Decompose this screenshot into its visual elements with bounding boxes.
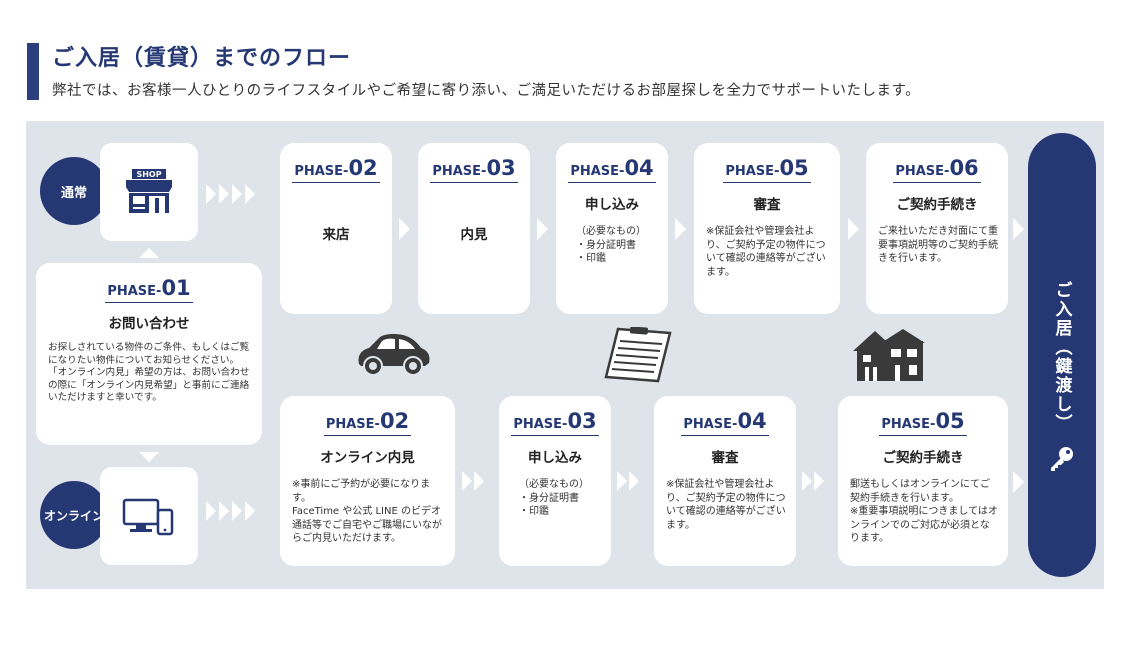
phase-label: PHASE-02 xyxy=(323,411,412,436)
card-title: お問い合わせ xyxy=(108,316,190,332)
title-accent-bar xyxy=(27,43,39,100)
flow-arrow xyxy=(848,218,859,240)
card-title: オンライン内見 xyxy=(320,450,415,466)
flow-arrow xyxy=(617,471,639,491)
route-store-badge: 通常 xyxy=(40,157,108,225)
shop-icon: SHOP xyxy=(126,169,172,213)
store-phase-02-card: PHASE-02 来店 xyxy=(280,143,392,314)
card-body: ※保証会社や管理会社より、ご契約予定の物件について確認の連絡等がございます。 xyxy=(706,226,826,278)
phase-label: PHASE-05 xyxy=(879,411,967,436)
phase-01-card: PHASE-01 お問い合わせ お探しされている物件のご条件、もしくはご覧になり… xyxy=(36,263,262,445)
flow-arrow xyxy=(1013,218,1024,240)
phase-label: PHASE-03 xyxy=(511,411,599,436)
flow-arrow xyxy=(399,218,410,240)
page-subtitle: 弊社では、お客様一人ひとりのライフスタイルやご希望に寄り添い、ご満足いただけるお… xyxy=(52,83,921,99)
card-body: お探しされている物件のご条件、もしくはご覧になりたい物件についてお知らせください… xyxy=(48,342,250,403)
store-phase-05-card: PHASE-05 審査 ※保証会社や管理会社より、ご契約予定の物件について確認の… xyxy=(694,143,840,314)
move-in-key-handover: ご入居（鍵渡し） xyxy=(1028,133,1096,577)
store-route-chevrons xyxy=(206,184,255,204)
store-phase-03-card: PHASE-03 内見 xyxy=(418,143,530,314)
card-body: 郵送もしくはオンラインにてご契約手続きを行います。 ※重要事項説明につきましては… xyxy=(850,479,998,544)
online-phase-04-card: PHASE-04 審査 ※保証会社や管理会社より、ご契約予定の物件について確認の… xyxy=(654,396,796,566)
store-phase-06-card: PHASE-06 ご契約手続き ご来社いただき対面にて重要事項説明等のご契約手続… xyxy=(866,143,1008,314)
store-phase-04-card: PHASE-04 申し込み （必要なもの） ・身分証明書 ・印鑑 xyxy=(556,143,668,314)
online-phase-02-card: PHASE-02 オンライン内見 ※事前にご予約が必要になります。 FaceTi… xyxy=(280,396,455,566)
flow-arrow xyxy=(675,218,686,240)
house-icon xyxy=(853,329,925,381)
final-label: ご入居（鍵渡し） xyxy=(1051,281,1072,433)
phase-label: PHASE-03 xyxy=(430,158,518,183)
page-title: ご入居（賃貸）までのフロー xyxy=(52,46,352,71)
card-body: ご来社いただき対面にて重要事項説明等のご契約手続きを行います。 xyxy=(878,226,998,264)
card-body: （必要なもの） ・身分証明書 ・印鑑 xyxy=(576,226,646,264)
card-title: 申し込み xyxy=(585,197,639,213)
devices-icon-box xyxy=(100,467,198,565)
phase-label: PHASE-04 xyxy=(568,158,656,183)
flow-arrow xyxy=(802,471,824,491)
flow-arrow xyxy=(462,471,484,491)
card-body: ※保証会社や管理会社より、ご契約予定の物件について確認の連絡等がございます。 xyxy=(666,479,786,531)
card-title: 申し込み xyxy=(528,450,582,466)
shop-icon-box: SHOP xyxy=(100,143,198,241)
phase-label: PHASE-02 xyxy=(292,158,380,183)
online-route-chevrons xyxy=(206,501,255,521)
flow-arrow xyxy=(537,218,548,240)
key-icon xyxy=(1051,447,1073,471)
car-icon xyxy=(358,334,430,376)
phase-label: PHASE-05 xyxy=(723,158,811,183)
card-title: 審査 xyxy=(711,450,739,466)
card-title: 内見 xyxy=(460,227,488,243)
arrow-up-to-store xyxy=(139,248,159,258)
arrow-down-to-online xyxy=(139,452,159,462)
phase-label: PHASE-01 xyxy=(105,278,193,303)
card-title: 審査 xyxy=(753,197,781,213)
phase-label: PHASE-06 xyxy=(893,158,981,183)
flow-arrow xyxy=(1013,471,1024,493)
card-body: （必要なもの） ・身分証明書 ・印鑑 xyxy=(519,479,589,517)
document-icon xyxy=(604,327,672,383)
card-body: ※事前にご予約が必要になります。 FaceTime や公式 LINE のビデオ通… xyxy=(292,479,442,544)
card-title: ご契約手続き xyxy=(896,197,978,213)
phase-label: PHASE-04 xyxy=(681,411,769,436)
svg-text:SHOP: SHOP xyxy=(136,170,161,179)
route-online-badge: オンライン xyxy=(40,481,108,549)
card-title: 来店 xyxy=(322,227,350,243)
online-phase-03-card: PHASE-03 申し込み （必要なもの） ・身分証明書 ・印鑑 xyxy=(499,396,611,566)
card-title: ご契約手続き xyxy=(882,450,964,466)
online-phase-05-card: PHASE-05 ご契約手続き 郵送もしくはオンラインにてご契約手続きを行います… xyxy=(838,396,1008,566)
devices-icon xyxy=(122,498,174,536)
